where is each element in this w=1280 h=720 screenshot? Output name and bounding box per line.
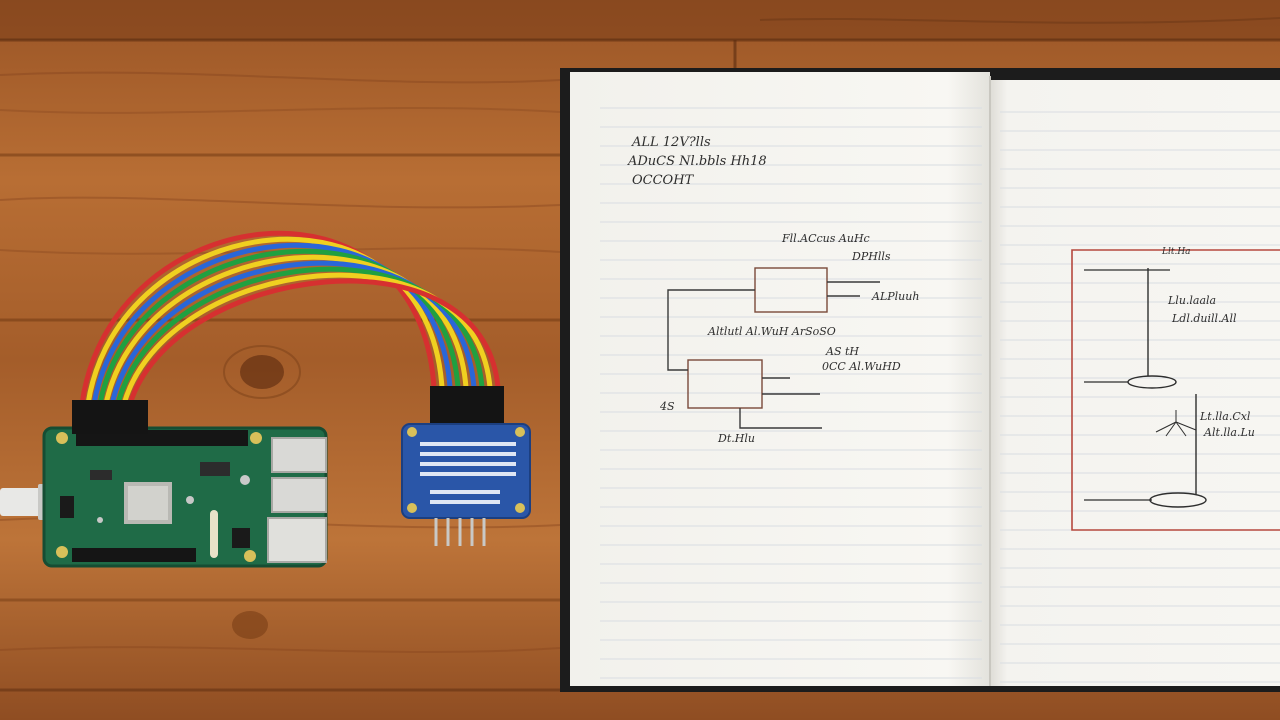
right-label-3: Lt.lla.Cxl xyxy=(1199,410,1251,423)
right-page-diagram: Llu.laala Ldl.duill.All Lt.lla.Cxl Alt.l… xyxy=(1071,247,1280,531)
schematic-label-5: AS tH xyxy=(825,345,859,358)
right-label-2: Ldl.duill.All xyxy=(1171,312,1237,325)
notebook-right-page xyxy=(990,80,1280,686)
header-line-1: ALL 12V?lls xyxy=(631,135,711,150)
usb-plug xyxy=(0,484,48,520)
header-line-2: ADuCS Nl.bbls Hh18 xyxy=(627,154,767,169)
left-page-header: ALL 12V?lls ADuCS Nl.bbls Hh18 OCCOHT xyxy=(627,135,767,188)
schematic-label-8: Dt.Hlu xyxy=(717,432,755,445)
adc-breakout-board xyxy=(401,423,531,546)
ribbon-connector-left xyxy=(72,400,148,434)
right-label-1: Llu.laala xyxy=(1167,294,1216,307)
right-label-5: Llt.Ha xyxy=(1161,247,1191,257)
schematic-label-2: DPHlls xyxy=(851,250,891,263)
ruled-lines xyxy=(600,107,1280,683)
right-label-4: Alt.lla.Lu xyxy=(1203,426,1255,439)
ribbon-connector-right xyxy=(430,386,504,426)
left-schematic-labels: Fll.ACcus AuHc DPHlls ALPluuh Altlutl Al… xyxy=(659,232,919,445)
schematic-label-6: 0CC Al.WuHD xyxy=(822,360,901,373)
schematic-label-4: Altlutl Al.WuH ArSoSO xyxy=(707,325,836,338)
schematic-label-1: Fll.ACcus AuHc xyxy=(781,232,870,245)
notebook-left-page xyxy=(570,72,990,686)
rainbow-ribbon-cable xyxy=(79,230,501,407)
schematic-label-3: ALPluuh xyxy=(871,290,919,303)
schematic-label-7: 4S xyxy=(659,400,675,413)
raspberry-pi-board xyxy=(42,426,328,568)
left-schematic xyxy=(667,267,880,429)
open-notebook: ALL 12V?lls ADuCS Nl.bbls Hh18 OCCOHT Fl… xyxy=(560,68,1280,692)
header-line-3: OCCOHT xyxy=(632,173,695,188)
